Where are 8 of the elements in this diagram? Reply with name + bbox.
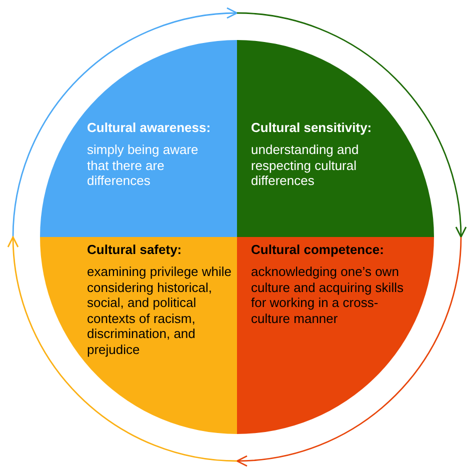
quadrant-heading: Cultural sensitivity: xyxy=(251,120,373,136)
quadrant-description: examining privilege while considering historical, social, and political contexts of racism, discrimination, and prejudice xyxy=(87,264,233,357)
quadrant-description: understanding and respecting cultural differences xyxy=(251,142,360,188)
quadrant-description: simply being aware that there are differences xyxy=(87,142,200,188)
quadrant-heading: Cultural safety: xyxy=(87,242,183,258)
quadrant-description: acknowledging one’s own culture and acquiring skills for working in a cross-culture manner xyxy=(251,264,404,326)
quadrant-heading: Cultural competence: xyxy=(251,242,385,258)
quadrant-heading: Cultural awareness: xyxy=(87,120,212,136)
